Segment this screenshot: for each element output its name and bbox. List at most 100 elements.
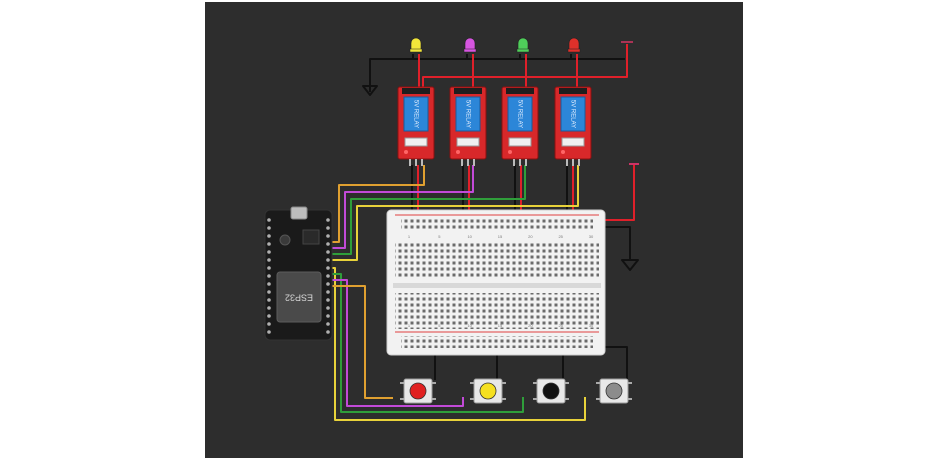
relay-4-terminal [559, 88, 587, 94]
relay-3-terminal [506, 88, 534, 94]
esp32-pin [326, 242, 330, 246]
push-button-2-cap [479, 382, 497, 400]
esp32-pin [326, 258, 330, 262]
push-button-1-cap [409, 382, 427, 400]
push-button-1-leg [432, 382, 436, 384]
wire-signal-relay-2 [330, 165, 474, 249]
led-4[interactable] [567, 37, 581, 53]
esp32-pin [326, 290, 330, 294]
wire-signal-button-2 [330, 273, 524, 413]
push-button-4-cap [605, 382, 623, 400]
push-button-2-leg [470, 382, 474, 384]
push-button-4-leg [628, 398, 632, 400]
led-3-body [517, 37, 529, 51]
esp32-pin [267, 306, 271, 310]
breadboard-bottom-number: 1 [408, 323, 411, 328]
relay-4[interactable]: 5V RELAY [554, 86, 592, 166]
push-button-3[interactable] [533, 378, 569, 404]
esp32-pin [267, 242, 271, 246]
wire-led-ground-bus [369, 58, 625, 92]
relay-1-pin [421, 159, 423, 166]
relay-3-header [508, 137, 532, 147]
breadboard-top-number: 1 [408, 234, 411, 239]
relay-3-coil [507, 96, 533, 132]
relay-1-pin [409, 159, 411, 166]
wire-signal-relay-3 [330, 165, 526, 255]
relay-1[interactable]: 5V RELAY [397, 86, 435, 166]
breadboard-bottom-number: 10 [467, 323, 472, 328]
esp32-pin [267, 258, 271, 262]
push-button-1[interactable] [400, 378, 436, 404]
relay-1-header [404, 137, 428, 147]
ground-symbol-led [362, 85, 378, 96]
relay-4-pin [578, 159, 580, 166]
led-2[interactable] [463, 37, 477, 53]
wire-signal-button-4 [330, 285, 393, 399]
relay-3-pin [519, 159, 521, 166]
breadboard-top-number: 25 [558, 234, 563, 239]
esp32-pin [326, 330, 330, 334]
relay-2-header [456, 137, 480, 147]
esp32-board[interactable]: ESP32 [264, 206, 333, 341]
push-button-3-cap [542, 382, 560, 400]
relay-2-indicator [456, 150, 460, 154]
led-3[interactable] [516, 37, 530, 53]
relay-1-coil [403, 96, 429, 132]
push-button-1-leg [400, 398, 404, 400]
relay-4-indicator [561, 150, 565, 154]
relay-3-pin [525, 159, 527, 166]
boot-button[interactable] [279, 234, 291, 246]
relay-2[interactable]: 5V RELAY [449, 86, 487, 166]
breadboard-bottom-number: 20 [528, 323, 533, 328]
push-button-2-leg [470, 398, 474, 400]
esp32-pin [267, 218, 271, 222]
breadboard-top-number: 5 [438, 234, 441, 239]
push-button-2-leg [502, 382, 506, 384]
push-button-2-leg [502, 398, 506, 400]
esp32-pin [267, 274, 271, 278]
esp32-pin [267, 330, 271, 334]
esp32-pin [326, 322, 330, 326]
wire-signal-relay-1 [330, 165, 425, 243]
breadboard-top-number: 10 [467, 234, 472, 239]
esp32-pin [326, 234, 330, 238]
push-button-2[interactable] [470, 378, 506, 404]
push-button-3-leg [565, 398, 569, 400]
relay-2-pin [467, 159, 469, 166]
push-button-4[interactable] [596, 378, 632, 404]
relay-2-terminal [454, 88, 482, 94]
led-1-body [410, 37, 422, 51]
esp32-pin [326, 250, 330, 254]
esp32-pin [267, 266, 271, 270]
relay-3[interactable]: 5V RELAY [501, 86, 539, 166]
led-1[interactable] [409, 37, 423, 53]
ground-symbol-right [621, 259, 639, 271]
push-button-4-leg [596, 382, 600, 384]
breadboard-top-number: 20 [528, 234, 533, 239]
push-button-3-leg [565, 382, 569, 384]
relay-3-indicator [508, 150, 512, 154]
esp32-pin [267, 314, 271, 318]
esp32-right-pins [326, 218, 330, 334]
relay-4-header [561, 137, 585, 147]
esp32-pin [326, 298, 330, 302]
wire-signal-relay-4 [330, 165, 579, 261]
esp32-left-pins [267, 218, 271, 334]
leds [409, 37, 581, 53]
esp32-wroom-module [276, 271, 322, 323]
relay-4-coil [560, 96, 586, 132]
push-button-4-leg [628, 382, 632, 384]
breadboard-bottom-number: 25 [558, 323, 563, 328]
esp32-pin [326, 306, 330, 310]
esp32-pin [326, 266, 330, 270]
breadboard-top-number: 30 [589, 234, 594, 239]
wire-signal-button-1 [330, 267, 586, 421]
breadboard-bottom-number: 30 [589, 323, 594, 328]
esp32-pin [267, 322, 271, 326]
led-1-rim [409, 48, 423, 53]
